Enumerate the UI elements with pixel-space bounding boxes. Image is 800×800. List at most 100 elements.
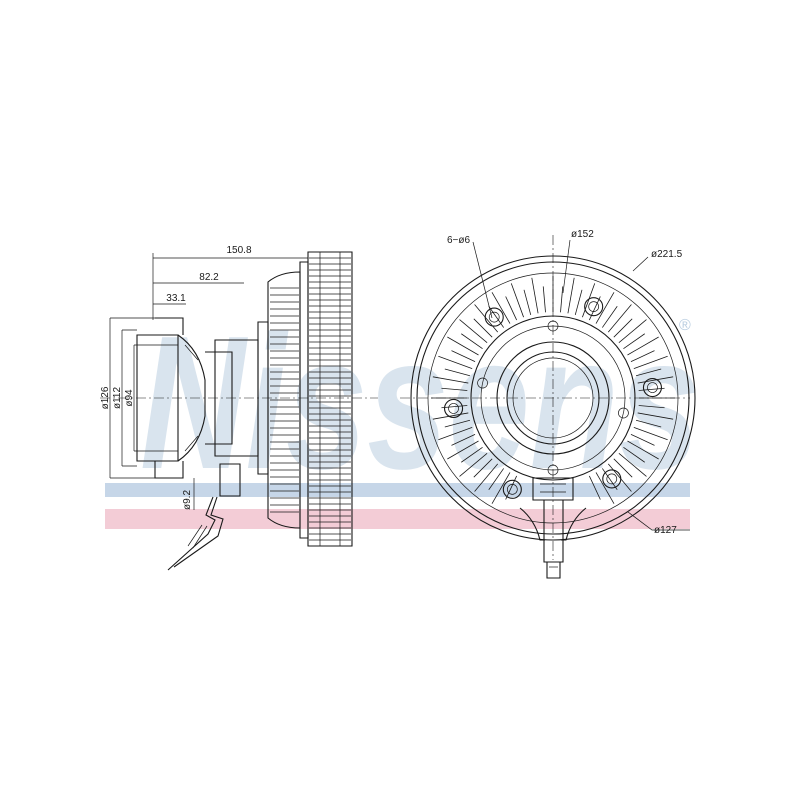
dim-dia-hub: ø127 <box>654 525 677 536</box>
radial-fin <box>601 306 618 328</box>
radial-fin <box>567 277 575 314</box>
radial-fin <box>542 286 546 313</box>
bolt-hole-icon <box>484 307 504 327</box>
radial-fin <box>459 319 488 344</box>
radial-fin <box>633 355 668 369</box>
radial-fin <box>488 306 505 328</box>
bolt-hole-icon <box>584 297 604 317</box>
radial-fin <box>582 283 596 318</box>
bolt-holes <box>443 297 663 499</box>
radial-fin <box>627 336 659 356</box>
radial-fin <box>505 296 518 321</box>
radial-fin <box>441 387 468 391</box>
dim-dia-connector: ø9.2 <box>182 490 193 510</box>
radial-fin <box>432 412 469 420</box>
watermark-band-blue <box>105 483 690 497</box>
dim-hub-length: 82.2 <box>199 272 219 283</box>
radial-fin <box>447 440 479 460</box>
radial-fin <box>607 304 632 333</box>
radial-fins <box>431 276 675 504</box>
small-hole-icon <box>547 464 559 476</box>
radial-fin <box>491 472 511 504</box>
bolt-hole-inner <box>606 473 618 485</box>
dim-dia-inner: ø94 <box>124 389 135 407</box>
radial-fin <box>574 289 583 316</box>
radial-fin <box>510 283 524 318</box>
watermark-band-pink <box>105 509 690 529</box>
radial-fin <box>474 463 499 492</box>
bolt-hole-inner <box>448 403 459 414</box>
dim-bolt-holes: 6−ø6 <box>447 235 471 246</box>
radial-fin <box>473 458 493 478</box>
bolt-hole-icon <box>642 377 663 398</box>
radial-fin <box>635 368 662 377</box>
radial-fin <box>630 350 655 363</box>
radial-fin <box>618 452 647 477</box>
radial-fin <box>444 419 471 428</box>
small-hole-icon <box>477 377 488 389</box>
radial-fin <box>588 475 601 500</box>
side-view: 150.8 82.2 33.1 ø126 ø112 ø94 ø9.2 <box>100 245 378 571</box>
radial-fin <box>451 433 476 446</box>
radial-fin <box>447 336 479 356</box>
radial-fin <box>607 463 632 492</box>
radial-fin <box>441 405 468 409</box>
dim-dia-outer: ø126 <box>100 386 111 409</box>
bolt-hole-inner <box>488 311 500 323</box>
radial-fin <box>474 304 499 333</box>
radial-fin <box>444 368 471 377</box>
radial-fin <box>432 376 469 384</box>
radial-fin <box>459 452 488 477</box>
radial-fin <box>473 318 493 338</box>
bolt-hole-icon <box>502 479 522 499</box>
radial-fin <box>613 318 633 338</box>
disc-fins <box>309 257 351 541</box>
radial-fin <box>588 296 601 321</box>
radial-fin <box>633 427 668 441</box>
dim-dia-fan: ø221.5 <box>651 249 683 260</box>
radial-fin <box>618 319 647 344</box>
radial-fin <box>630 433 655 446</box>
radial-fin <box>505 475 518 500</box>
registered-icon: ® <box>679 317 691 334</box>
radial-fin <box>638 387 665 391</box>
radial-fin <box>613 458 633 478</box>
dim-overall-length: 150.8 <box>226 245 251 256</box>
watermark-text: Nissens <box>140 297 700 509</box>
bolt-hole-icon <box>443 398 464 419</box>
radial-fin <box>637 376 674 384</box>
radial-fin <box>637 412 674 420</box>
dim-dia-bolt-circle: ø152 <box>571 229 594 240</box>
radial-fin <box>461 446 483 463</box>
nissens-logo-icon: Nissens <box>140 297 700 509</box>
radial-fin <box>638 405 665 409</box>
small-hole-icon <box>547 320 559 332</box>
bolt-hole-icon <box>602 469 622 489</box>
radial-fin <box>623 446 645 463</box>
radial-fin <box>438 427 473 441</box>
dim-front-length: 33.1 <box>166 293 186 304</box>
bolt-hole-inner <box>588 301 600 312</box>
radial-fin <box>560 286 564 313</box>
blade-lines <box>270 287 299 513</box>
radial-fin <box>623 333 645 350</box>
radial-fin <box>451 350 476 363</box>
bolt-hole-inner <box>647 382 658 393</box>
radial-fin <box>461 333 483 350</box>
radial-fin <box>635 419 662 428</box>
dim-dia-mid: ø112 <box>112 387 123 409</box>
radial-fin <box>627 440 659 460</box>
small-hole-icon <box>618 407 629 419</box>
radial-fin <box>595 472 615 504</box>
radial-fin <box>595 292 615 324</box>
radial-fin <box>531 277 539 314</box>
front-view: 6−ø6 ø152 ø221.5 ø127 <box>400 229 696 579</box>
radial-fin <box>488 468 505 490</box>
bolt-hole-inner <box>506 484 518 495</box>
radial-fin <box>601 468 618 490</box>
radial-fin <box>523 289 532 316</box>
radial-fin <box>438 355 473 369</box>
small-holes <box>477 320 629 476</box>
radial-fin <box>491 292 511 324</box>
